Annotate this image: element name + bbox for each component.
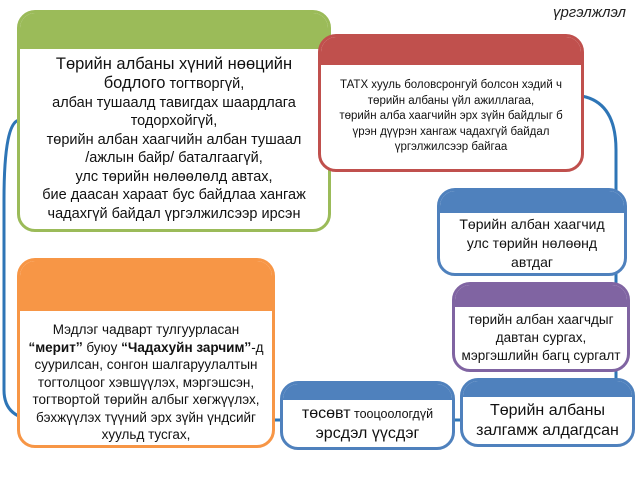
card-text-line: төрийн албан хаагчдыг xyxy=(468,312,614,327)
continuation-label: үргэлжлэл xyxy=(552,4,626,21)
card-text-line: -д xyxy=(251,339,264,355)
card-text-line: албан тушаалд тавигдах шаардлага xyxy=(52,94,296,111)
card-body: Мэдлэг чадварт тулгуурласан “меритˮ буюу… xyxy=(20,311,272,445)
card-text-line: мэргэшлийн багц сургалт xyxy=(461,348,621,363)
card-budget-risk: төсөвт тооцоологдүй эрсдэл үүсдэг xyxy=(280,381,455,450)
card-text-line: төрийн албаны үйл ажиллагаа, xyxy=(367,94,535,107)
card-text-line: улс төрийн нөлөөлөлд автах, xyxy=(75,168,273,185)
card-text-line: бэхжүүлэх түүний эрх зүйн үндсийг xyxy=(36,409,256,425)
card-text-line: залгамж алдагдсан xyxy=(476,421,619,439)
card-header-band xyxy=(463,381,632,397)
card-text-line: автдаг xyxy=(511,253,553,270)
card-text-line: тогтвортой төрийн албыг хөгжүүлэх, xyxy=(32,392,260,407)
card-text-line: эрсдэл үүсдэг xyxy=(315,424,420,442)
card-succession-lost: Төрийн албаны залгамж алдагдсан xyxy=(460,378,635,447)
card-header-band xyxy=(20,13,328,49)
card-training: төрийн албан хаагчдыг давтан сургах, мэр… xyxy=(452,282,630,372)
card-text-line: Төрийн албаны хүний нөөцийн xyxy=(55,54,293,73)
card-text-line: чадахгүй байдал үргэлжилсээр ирсэн xyxy=(47,205,301,222)
card-body: Төрийн албаны залгамж алдагдсан xyxy=(463,397,632,444)
card-political-influence: Төрийн албан хаагчид улс төрийн нөлөөнд … xyxy=(437,188,627,276)
card-text-line: бодлого xyxy=(103,74,166,93)
card-text-emphasis: “меритˮ xyxy=(28,339,83,355)
card-text-line: буюу xyxy=(82,339,122,355)
card-text-line: суурилсан, сонгон шалгаруулалтын xyxy=(34,357,258,372)
card-text-line: төсөвт xyxy=(301,404,351,422)
card-text-line: давтан сургах, xyxy=(495,330,587,345)
card-text-line: тооцоологдүй xyxy=(350,406,434,421)
card-text-line: тодорхойгүй, xyxy=(130,113,218,130)
card-merit-principle: Мэдлэг чадварт тулгуурласан “меритˮ буюу… xyxy=(17,258,275,448)
card-text-line: ТАТХ хууль боловсронгуй болсон хэдий ч xyxy=(340,79,562,92)
card-text-line: Төрийн албан хаагчид xyxy=(459,215,605,232)
card-text-line: Мэдлэг чадварт тулгуурласан xyxy=(52,322,240,337)
card-header-band xyxy=(20,261,272,311)
card-text-line: /ажлын байр/ баталгаагүй, xyxy=(85,150,263,167)
card-law-status: ТАТХ хууль боловсронгуй болсон хэдий ч т… xyxy=(318,34,584,172)
card-body: төрийн албан хаагчдыг давтан сургах, мэр… xyxy=(455,307,627,369)
card-text-line: тогтолцоог хэвшүүлэх, мэргэшсэн, xyxy=(37,374,255,390)
card-header-band xyxy=(455,285,627,307)
card-text-line: улс төрийн нөлөөнд xyxy=(466,234,598,251)
card-text-line: төрийн алба хаагчийн эрх зүйн байдлыг б xyxy=(339,110,563,123)
card-hr-policy: Төрийн албаны хүний нөөцийн бодлого тогт… xyxy=(17,10,331,232)
card-text-line: үрэн дүүрэн хангаж чадахгүй байдал xyxy=(352,125,550,138)
card-text-line: тогтворгүй, xyxy=(165,76,245,93)
card-text-line: төрийн албан хаагчийн албан тушаал xyxy=(46,131,302,148)
card-header-band xyxy=(440,191,624,213)
card-body: ТАТХ хууль боловсронгуй болсон хэдий ч т… xyxy=(321,65,581,169)
card-header-band xyxy=(321,37,581,65)
card-text-line: хуульд тусгах, xyxy=(101,427,191,442)
card-header-band xyxy=(283,384,452,400)
card-text-emphasis: “Чадахуйн зарчимˮ xyxy=(121,339,252,355)
card-body: Төрийн албаны хүний нөөцийн бодлого тогт… xyxy=(20,49,328,229)
card-body: төсөвт тооцоологдүй эрсдэл үүсдэг xyxy=(283,400,452,447)
card-text-line: Төрийн албаны xyxy=(489,401,605,419)
card-text-line: үргэлжилсээр байгаа xyxy=(394,141,508,154)
card-body: Төрийн албан хаагчид улс төрийн нөлөөнд … xyxy=(440,213,624,273)
card-text-line: бие даасан хараат бус байдлаа хангаж xyxy=(42,187,306,204)
